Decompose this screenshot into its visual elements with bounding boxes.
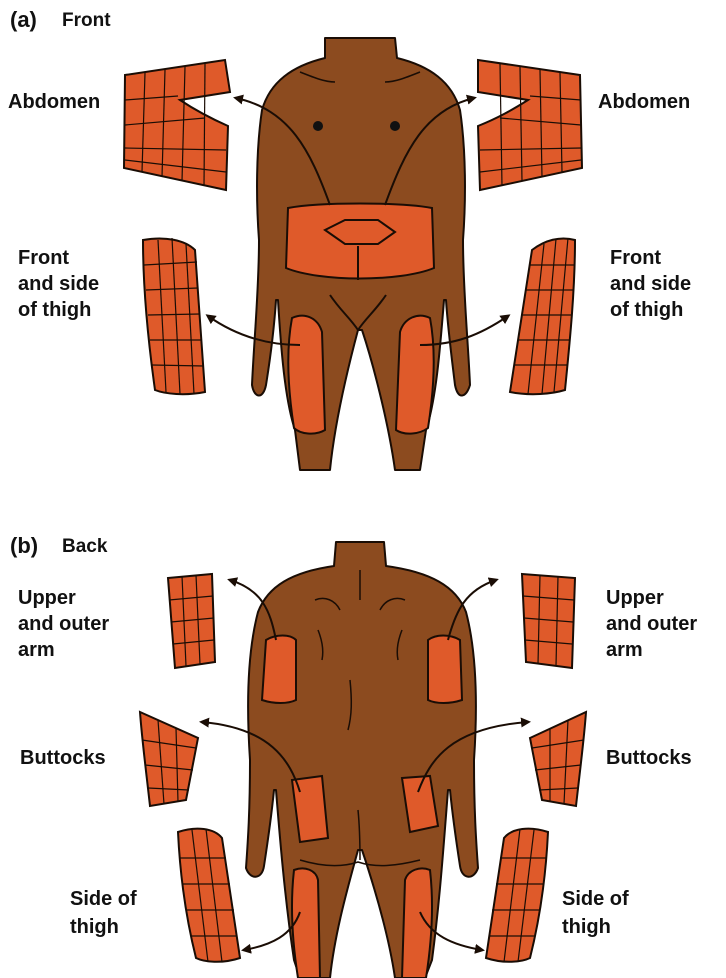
- back-buttocks-label-right: Buttocks: [606, 747, 692, 769]
- back-body-figure: [246, 542, 478, 978]
- front-thigh-label-left-line1: Front: [18, 247, 69, 269]
- front-nipple-left: [313, 121, 323, 131]
- back-thigh-patch-right: [486, 829, 548, 962]
- front-abdomen-label-left: Abdomen: [8, 91, 100, 113]
- back-arm-label-right-line1: Upper: [606, 587, 664, 609]
- front-panel-letter: (a): [10, 7, 37, 32]
- front-thigh-label-right-line2: and side: [610, 273, 691, 295]
- back-panel-title: Back: [62, 536, 108, 557]
- front-nipple-right: [390, 121, 400, 131]
- front-thigh-label-right-line1: Front: [610, 247, 661, 269]
- front-panel-title: Front: [62, 10, 111, 31]
- back-arm-label-right-line2: and outer: [606, 613, 697, 635]
- back-thigh-label-left-line1: Side of: [70, 888, 137, 910]
- front-thigh-patch-left: [143, 238, 205, 394]
- back-thigh-label-left-line2: thigh: [70, 916, 119, 938]
- back-body-silhouette: [246, 542, 478, 978]
- back-arm-patch-right: [522, 574, 575, 668]
- back-buttocks-label-left: Buttocks: [20, 747, 106, 769]
- back-arm-label-left-line3: arm: [18, 639, 55, 661]
- back-arm-patch-left: [168, 574, 215, 668]
- front-thigh-label-right-line3: of thigh: [610, 299, 683, 321]
- back-arm-site-right: [428, 636, 462, 704]
- front-abdomen-patch-right: [478, 60, 582, 190]
- front-thigh-site-left: [288, 316, 325, 434]
- front-body-figure: [252, 38, 470, 470]
- front-abdomen-patch-left: [124, 60, 230, 190]
- front-thigh-label-left-line3: of thigh: [18, 299, 91, 321]
- back-arm-label-right-line3: arm: [606, 639, 643, 661]
- back-thigh-label-right-line1: Side of: [562, 888, 629, 910]
- back-panel-letter: (b): [10, 533, 38, 558]
- back-arm-label-left-line2: and outer: [18, 613, 109, 635]
- front-thigh-patch-right: [510, 238, 575, 394]
- back-arm-site-left: [262, 636, 296, 704]
- front-thigh-site-right: [396, 316, 434, 434]
- front-abdomen-label-right: Abdomen: [598, 91, 690, 113]
- back-arm-label-left-line1: Upper: [18, 587, 76, 609]
- back-thigh-label-right-line2: thigh: [562, 916, 611, 938]
- back-buttocks-patch-left: [140, 712, 198, 806]
- front-thigh-label-left-line2: and side: [18, 273, 99, 295]
- back-buttocks-patch-right: [530, 712, 586, 806]
- back-thigh-patch-left: [178, 829, 240, 962]
- back-panel: (b) Back: [10, 533, 697, 978]
- back-thigh-site-left: [292, 868, 320, 978]
- front-panel: (a) Front: [8, 7, 691, 470]
